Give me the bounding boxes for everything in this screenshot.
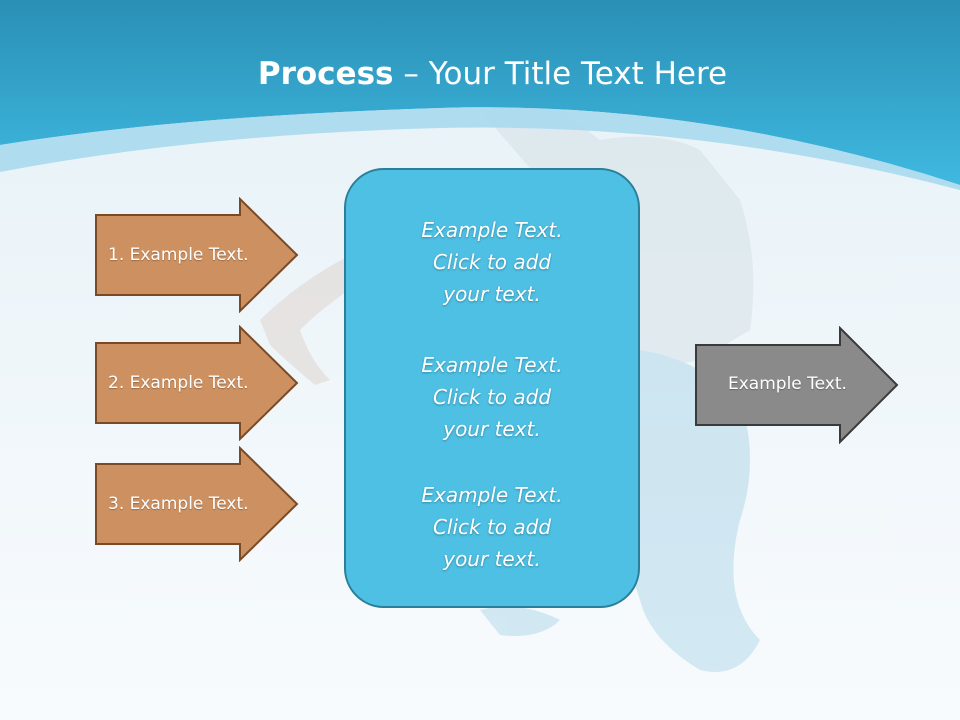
center-text-2-line2: Click to add — [432, 385, 552, 409]
slide-title: Process – Your Title Text Here — [0, 52, 960, 96]
center-text-1-line1: Example Text. — [421, 218, 563, 242]
center-text-3-line2: Click to add — [432, 515, 552, 539]
center-text-1-line3: your text. — [443, 282, 541, 306]
title-rest-part: – Your Title Text Here — [393, 56, 728, 92]
center-text-block-1: Example Text. Click to add your text. — [346, 214, 638, 310]
center-process-box: Example Text. Click to add your text. Ex… — [344, 168, 640, 608]
center-text-block-3: Example Text. Click to add your text. — [346, 479, 638, 575]
input-arrow-3-shape — [95, 446, 299, 562]
output-arrow-shape — [695, 326, 899, 444]
center-text-1-line2: Click to add — [432, 250, 552, 274]
input-arrow-2-shape — [95, 325, 299, 441]
center-text-2-line1: Example Text. — [421, 353, 563, 377]
center-text-3-line1: Example Text. — [421, 483, 563, 507]
output-arrow: Example Text. — [694, 326, 900, 444]
input-arrow-3-label: 3. Example Text. — [108, 494, 249, 514]
title-bold-part: Process — [257, 56, 394, 92]
input-arrow-3: 3. Example Text. — [94, 446, 300, 562]
input-arrow-1: 1. Example Text. — [94, 197, 300, 313]
input-arrow-1-shape — [95, 197, 299, 313]
center-text-2-line3: your text. — [443, 417, 541, 441]
center-text-block-2: Example Text. Click to add your text. — [346, 349, 638, 445]
input-arrow-1-label: 1. Example Text. — [108, 245, 249, 265]
input-arrow-2-label: 2. Example Text. — [108, 373, 249, 393]
input-arrow-2: 2. Example Text. — [94, 325, 300, 441]
output-arrow-label: Example Text. — [728, 374, 847, 394]
center-text-3-line3: your text. — [443, 547, 541, 571]
